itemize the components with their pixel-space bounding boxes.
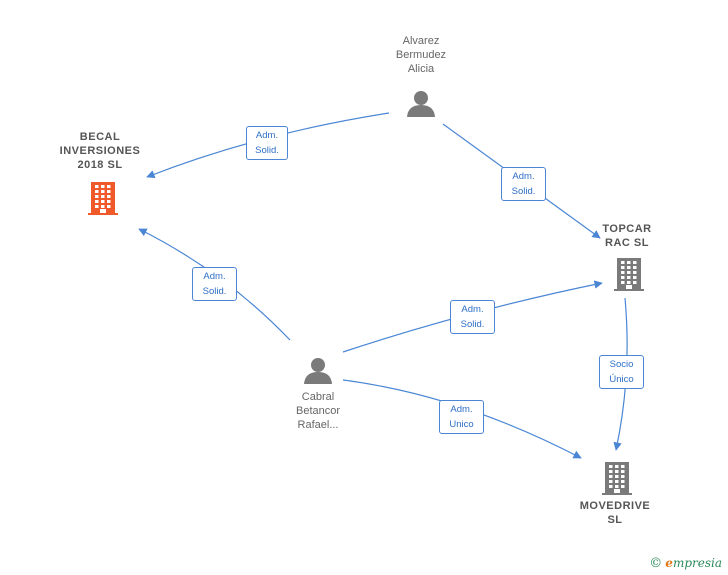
- edge-label-topcar-movedrive[interactable]: Socio Único: [599, 355, 644, 389]
- building-icon-movedrive[interactable]: [602, 462, 632, 495]
- building-icon-topcar[interactable]: [614, 258, 644, 291]
- node-label-topcar[interactable]: TOPCAR RAC SL: [602, 223, 652, 249]
- edge-label-cabral-movedrive[interactable]: Adm. Unico: [439, 400, 484, 434]
- edge-label-alvarez-topcar[interactable]: Adm. Solid.: [501, 167, 546, 201]
- building-icon-becal[interactable]: [88, 182, 118, 215]
- edge-label-cabral-becal[interactable]: Adm. Solid.: [192, 267, 237, 301]
- copyright-symbol: ©: [649, 556, 663, 571]
- brand-name: mpresia: [672, 556, 722, 570]
- node-label-becal[interactable]: BECAL INVERSIONES 2018 SL: [59, 131, 141, 171]
- person-icon-alvarez[interactable]: [407, 91, 435, 117]
- footer-brand[interactable]: ©empresia: [649, 556, 722, 571]
- edge-label-cabral-topcar[interactable]: Adm. Solid.: [450, 300, 495, 334]
- brand-initial: e: [665, 556, 673, 570]
- node-label-alvarez[interactable]: Alvarez Bermudez Alicia: [395, 35, 447, 75]
- node-label-movedrive[interactable]: MOVEDRIVE SL: [579, 500, 651, 526]
- node-label-cabral[interactable]: Cabral Betancor Rafael...: [295, 391, 341, 431]
- person-icon-cabral[interactable]: [304, 358, 332, 384]
- edge-label-alvarez-becal[interactable]: Adm. Solid.: [246, 126, 288, 160]
